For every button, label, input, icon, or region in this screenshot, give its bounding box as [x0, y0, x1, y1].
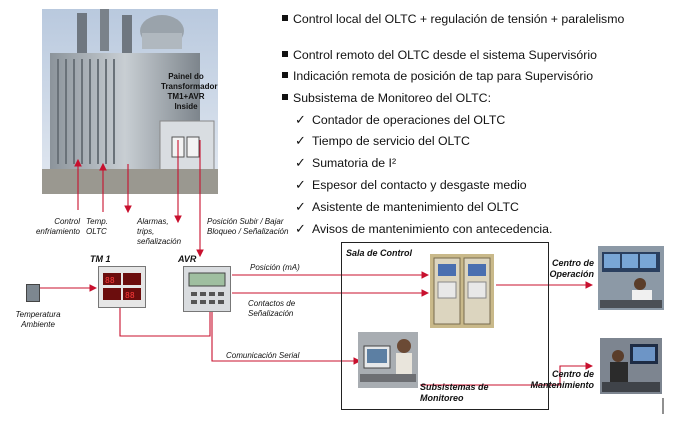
- check-item: ✓Espesor del contacto y desgaste medio: [295, 177, 527, 193]
- tm1-device: 88 88: [98, 266, 146, 308]
- centro-mantenimiento-label: Centro de Mantenimiento: [530, 369, 594, 390]
- label-comunicacion: Comunicación Serial: [226, 351, 300, 360]
- control-cabinet-icon: [430, 254, 494, 328]
- bullet-item: Control remoto del OLTC desde el sistema…: [282, 48, 597, 62]
- thermometer-icon: [26, 284, 40, 302]
- check-item: ✓Asistente de mantenimiento del OLTC: [295, 199, 519, 215]
- avr-label: AVR: [178, 254, 197, 264]
- tm1-label: TM 1: [90, 254, 111, 264]
- label-alarmas: Alarmas, trips, señalización: [137, 217, 182, 246]
- label-posicion-ma: Posición (mA): [250, 263, 300, 272]
- subsistemas-label: Subsistemas de Monitoreo: [420, 382, 489, 403]
- check-icon: ✓: [295, 221, 306, 236]
- sala-control-title: Sala de Control: [346, 248, 413, 258]
- check-icon: ✓: [295, 133, 306, 148]
- sala-control-frame: [341, 242, 549, 410]
- check-item: ✓Avisos de mantenimiento con antecedenci…: [295, 221, 553, 237]
- label-temp: Temp. OLTC: [86, 217, 108, 236]
- check-item: ✓Sumatoria de I²: [295, 155, 397, 171]
- operation-center-icon: [598, 246, 664, 310]
- bullet-item: Subsistema de Monitoreo del OLTC:: [282, 91, 491, 105]
- panel-label: Painel do Transformador TM1+AVR Inside: [161, 72, 218, 111]
- monitoring-workstation-icon: [358, 332, 418, 388]
- svg-text:88: 88: [125, 291, 135, 300]
- bullet-item: Control local del OLTC + regulación de t…: [282, 12, 624, 26]
- check-icon: ✓: [295, 112, 306, 127]
- centro-operacion-label: Centro de Operación: [549, 258, 594, 279]
- check-item: ✓Tiempo de servicio del OLTC: [295, 133, 470, 149]
- label-temperatura: Temperatura Ambiente: [15, 310, 61, 329]
- label-contactos: Contactos de Señalización: [248, 299, 296, 318]
- bullet-item: Indicación remota de posición de tap par…: [282, 69, 593, 83]
- label-posicion-top: Posición Subir / Bajar Bloqueo / Señaliz…: [207, 217, 289, 236]
- avr-device: [183, 266, 231, 312]
- label-control: Control enfriamiento: [35, 217, 80, 236]
- check-icon: ✓: [295, 155, 306, 170]
- check-icon: ✓: [295, 177, 306, 192]
- check-icon: ✓: [295, 199, 306, 214]
- check-item: ✓Contador de operaciones del OLTC: [295, 112, 506, 128]
- maintenance-center-icon: [600, 338, 662, 394]
- svg-text:88: 88: [105, 276, 115, 285]
